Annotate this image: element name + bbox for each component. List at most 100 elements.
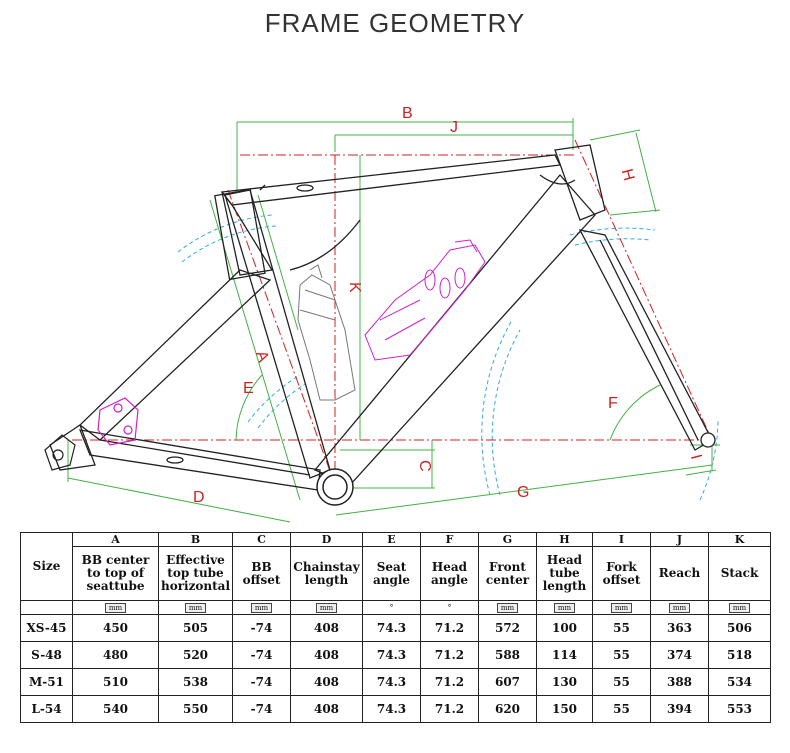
unit-cell bbox=[20, 600, 73, 615]
size-cell: S-48 bbox=[20, 641, 73, 669]
col-letter: F bbox=[420, 532, 479, 547]
col-letter: E bbox=[362, 532, 421, 547]
value-cell: 553 bbox=[708, 695, 771, 723]
value-cell: 394 bbox=[650, 695, 709, 723]
col-letter: I bbox=[592, 532, 651, 547]
value-cell: 408 bbox=[290, 641, 363, 669]
unit-cell: mm bbox=[708, 600, 771, 615]
value-cell: 55 bbox=[592, 641, 651, 669]
value-cell: 71.2 bbox=[420, 614, 479, 642]
value-cell: 100 bbox=[536, 614, 593, 642]
value-cell: 374 bbox=[650, 641, 709, 669]
col-name: Reach bbox=[650, 546, 709, 601]
value-cell: 363 bbox=[650, 614, 709, 642]
value-cell: 588 bbox=[478, 641, 537, 669]
value-cell: 408 bbox=[290, 695, 363, 723]
value-cell: 480 bbox=[72, 641, 159, 669]
value-cell: 520 bbox=[158, 641, 233, 669]
value-cell: 607 bbox=[478, 668, 537, 696]
bike-frame bbox=[49, 144, 713, 491]
header-row: BB center to top of seattube Effective t… bbox=[21, 546, 771, 601]
col-name: Head tube length bbox=[536, 546, 593, 601]
value-cell: 74.3 bbox=[362, 641, 421, 669]
size-header: Size bbox=[20, 532, 73, 601]
value-cell: 538 bbox=[158, 668, 233, 696]
dimension-labels: B J H K A E C D G F I bbox=[193, 105, 705, 506]
col-letter: K bbox=[708, 532, 771, 547]
page-title: FRAME GEOMETRY bbox=[264, 8, 526, 38]
value-cell: 506 bbox=[708, 614, 771, 642]
value-cell: 74.3 bbox=[362, 614, 421, 642]
unit-cell: mm bbox=[72, 600, 159, 615]
label-I: I bbox=[687, 453, 705, 462]
unit-cell: mm bbox=[650, 600, 709, 615]
col-letter: H bbox=[536, 532, 593, 547]
brake-caliper bbox=[97, 397, 139, 446]
value-cell: 550 bbox=[158, 695, 233, 723]
unit-cell: mm bbox=[478, 600, 537, 615]
label-B: B bbox=[402, 105, 413, 122]
unit-cell: mm bbox=[158, 600, 233, 615]
value-cell: 74.3 bbox=[362, 668, 421, 696]
unit-cell: ° bbox=[362, 600, 421, 615]
value-cell: 505 bbox=[158, 614, 233, 642]
value-cell: 408 bbox=[290, 668, 363, 696]
unit-cell: mm bbox=[536, 600, 593, 615]
unit-cell: mm bbox=[290, 600, 363, 615]
fork-dropout bbox=[700, 432, 716, 448]
col-name: BB offset bbox=[232, 546, 291, 601]
value-cell: 540 bbox=[72, 695, 159, 723]
col-letter: G bbox=[478, 532, 537, 547]
unit-cell: mm bbox=[592, 600, 651, 615]
value-cell: -74 bbox=[232, 614, 291, 642]
size-cell: L-54 bbox=[20, 695, 73, 723]
bottle-magenta bbox=[364, 239, 486, 361]
value-cell: -74 bbox=[232, 695, 291, 723]
value-cell: 150 bbox=[536, 695, 593, 723]
value-cell: 71.2 bbox=[420, 668, 479, 696]
label-K: K bbox=[346, 282, 363, 293]
value-cell: 572 bbox=[478, 614, 537, 642]
letter-row: Size A B C D E F G H I J K bbox=[20, 532, 771, 601]
unit-cell: mm bbox=[232, 600, 291, 615]
value-cell: 74.3 bbox=[362, 695, 421, 723]
value-cell: 114 bbox=[536, 641, 593, 669]
col-name: BB center to top of seattube bbox=[72, 546, 159, 601]
col-letter: B bbox=[158, 532, 233, 547]
value-cell: 510 bbox=[72, 668, 159, 696]
unit-row: mm mm mm mm ° ° mm mm mm mm mm bbox=[20, 600, 771, 615]
value-cell: 55 bbox=[592, 668, 651, 696]
col-name: Head angle bbox=[420, 546, 479, 601]
col-name: Seat angle bbox=[362, 546, 421, 601]
label-F: F bbox=[608, 395, 618, 412]
value-cell: -74 bbox=[232, 641, 291, 669]
label-E: E bbox=[243, 380, 254, 397]
centerlines bbox=[72, 139, 713, 486]
size-cell: M-51 bbox=[20, 668, 73, 696]
label-D: D bbox=[193, 489, 205, 506]
value-cell: 71.2 bbox=[420, 641, 479, 669]
col-name: Chainstay length bbox=[290, 546, 363, 601]
value-cell: 55 bbox=[592, 695, 651, 723]
value-cell: 388 bbox=[650, 668, 709, 696]
label-J: J bbox=[450, 119, 458, 136]
label-G: G bbox=[517, 484, 529, 501]
label-H: H bbox=[618, 167, 637, 183]
value-cell: 518 bbox=[708, 641, 771, 669]
value-cell: 450 bbox=[72, 614, 159, 642]
value-cell: 130 bbox=[536, 668, 593, 696]
size-cell: XS-45 bbox=[20, 614, 73, 642]
value-cell: 71.2 bbox=[420, 695, 479, 723]
col-name: Effective top tube horizontal bbox=[158, 546, 233, 601]
col-name: Stack bbox=[708, 546, 771, 601]
value-cell: 55 bbox=[592, 614, 651, 642]
col-name: Fork offset bbox=[592, 546, 651, 601]
value-cell: 620 bbox=[478, 695, 537, 723]
value-cell: -74 bbox=[232, 668, 291, 696]
col-letter: D bbox=[290, 532, 363, 547]
value-cell: 408 bbox=[290, 614, 363, 642]
unit-cell: ° bbox=[420, 600, 479, 615]
